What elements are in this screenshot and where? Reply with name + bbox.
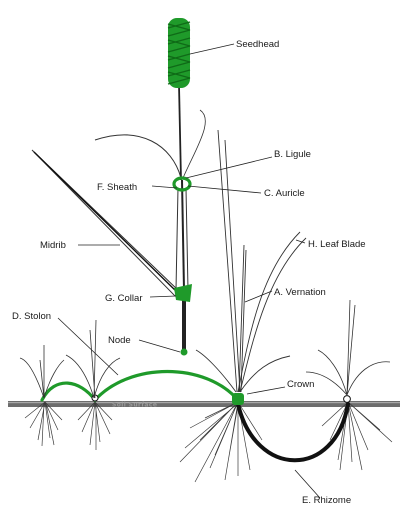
rhizome-node-right xyxy=(344,396,351,403)
small-plant-left xyxy=(20,320,120,398)
label-collar: G. Collar xyxy=(105,293,142,304)
seedhead xyxy=(168,18,190,88)
rhizome xyxy=(238,404,348,460)
label-stolon: D. Stolon xyxy=(12,311,51,322)
seedhead-stalk xyxy=(179,85,184,350)
collar xyxy=(174,284,192,302)
soil-surface: Soil Surface xyxy=(8,401,400,409)
node-dot xyxy=(181,349,188,356)
label-crown: Crown xyxy=(287,379,314,390)
label-ligule: B. Ligule xyxy=(274,149,311,160)
label-midrib: Midrib xyxy=(40,240,66,251)
label-auricle: C. Auricle xyxy=(264,188,305,199)
stolon xyxy=(42,372,238,401)
upper-leaf-blade-2 xyxy=(183,110,205,178)
label-rhizome: E. Rhizome xyxy=(302,495,351,506)
label-node: Node xyxy=(108,335,131,346)
small-plant-right xyxy=(306,300,390,395)
upper-leaf-blade xyxy=(95,135,181,178)
roots xyxy=(25,402,392,482)
label-vernation: A. Vernation xyxy=(274,287,326,298)
label-sheath: F. Sheath xyxy=(97,182,137,193)
midrib-leaf xyxy=(32,150,180,296)
labels: Seedhead B. Ligule F. Sheath C. Auricle … xyxy=(12,39,366,506)
label-leaf-blade: H. Leaf Blade xyxy=(308,239,366,250)
crown-node xyxy=(232,393,244,405)
central-plant xyxy=(196,130,306,392)
label-seedhead: Seedhead xyxy=(236,39,279,50)
soil-surface-label: Soil Surface xyxy=(112,402,157,409)
